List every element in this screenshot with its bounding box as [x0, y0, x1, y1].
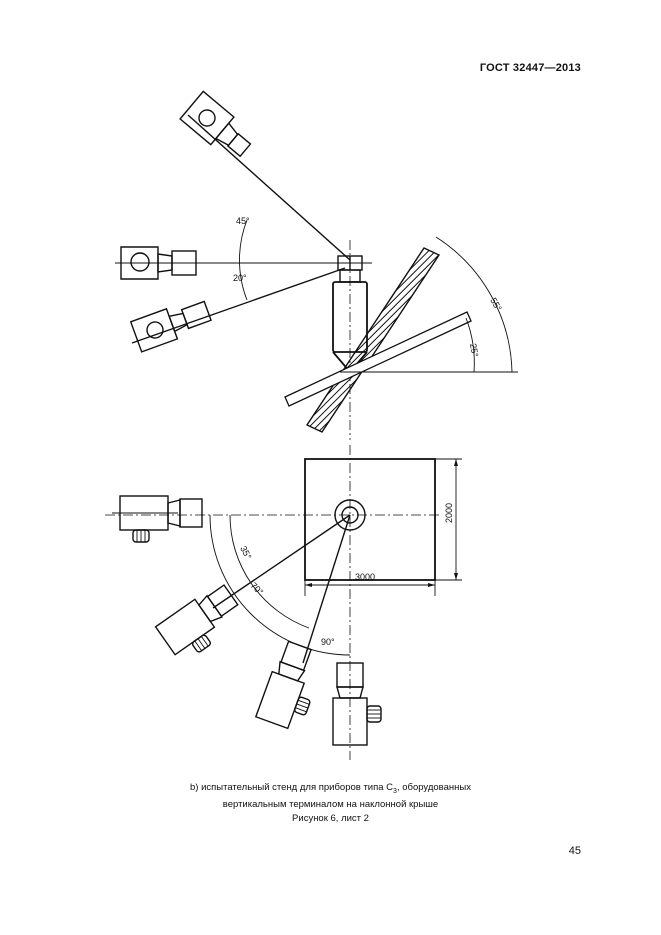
bottom-figure: 3000 2000 35° 70° 90° [105, 445, 462, 760]
ray-35 [212, 514, 351, 609]
top-figure: 45° 20° 55° 25° [115, 90, 518, 440]
document-header: ГОСТ 32447—2013 [479, 62, 581, 74]
test-device-bottom-35 [154, 584, 239, 656]
figure-caption: b) испытательный стенд для приборов типа… [0, 781, 661, 811]
caption-subscript: 3 [393, 787, 397, 795]
label-25: 25° [468, 343, 480, 359]
ray-20 [131, 267, 346, 344]
terminal-inner-circle [341, 506, 359, 524]
arc-55 [435, 236, 513, 373]
inclined-roof-55 [305, 247, 441, 433]
test-device-bottom-90 [332, 662, 382, 746]
label-55: 55° [488, 296, 504, 313]
test-platform [304, 458, 436, 581]
test-device-bottom-70 [254, 640, 313, 730]
dim-3000: 3000 [355, 572, 375, 582]
test-device-bottom-0 [112, 495, 203, 543]
arc-70 [229, 514, 310, 629]
label-35: 35° [238, 544, 253, 561]
ray-70 [302, 514, 351, 664]
figure-label: Рисунок 6, лист 2 [292, 813, 369, 824]
ray-45 [187, 114, 351, 261]
test-device-45 [179, 90, 252, 158]
test-device-0 [120, 246, 197, 280]
terminal-outer-circle [334, 499, 366, 531]
label-45: 45° [236, 216, 250, 226]
caption-line1-b: , оборудованных [396, 782, 471, 793]
label-90: 90° [321, 637, 335, 647]
angle-arc-left [239, 219, 248, 301]
caption-line1-a: b) испытательный стенд для приборов типа… [190, 782, 394, 793]
test-device-20 [129, 300, 212, 353]
page-number: 45 [568, 845, 581, 857]
label-20: 20° [233, 273, 247, 283]
arc-90-outer [209, 514, 351, 656]
dim-2000: 2000 [444, 503, 454, 523]
caption-line2: вертикальным терминалом на наклонной кры… [222, 798, 439, 810]
arc-25 [465, 317, 475, 373]
inclined-roof-25 [284, 311, 472, 407]
